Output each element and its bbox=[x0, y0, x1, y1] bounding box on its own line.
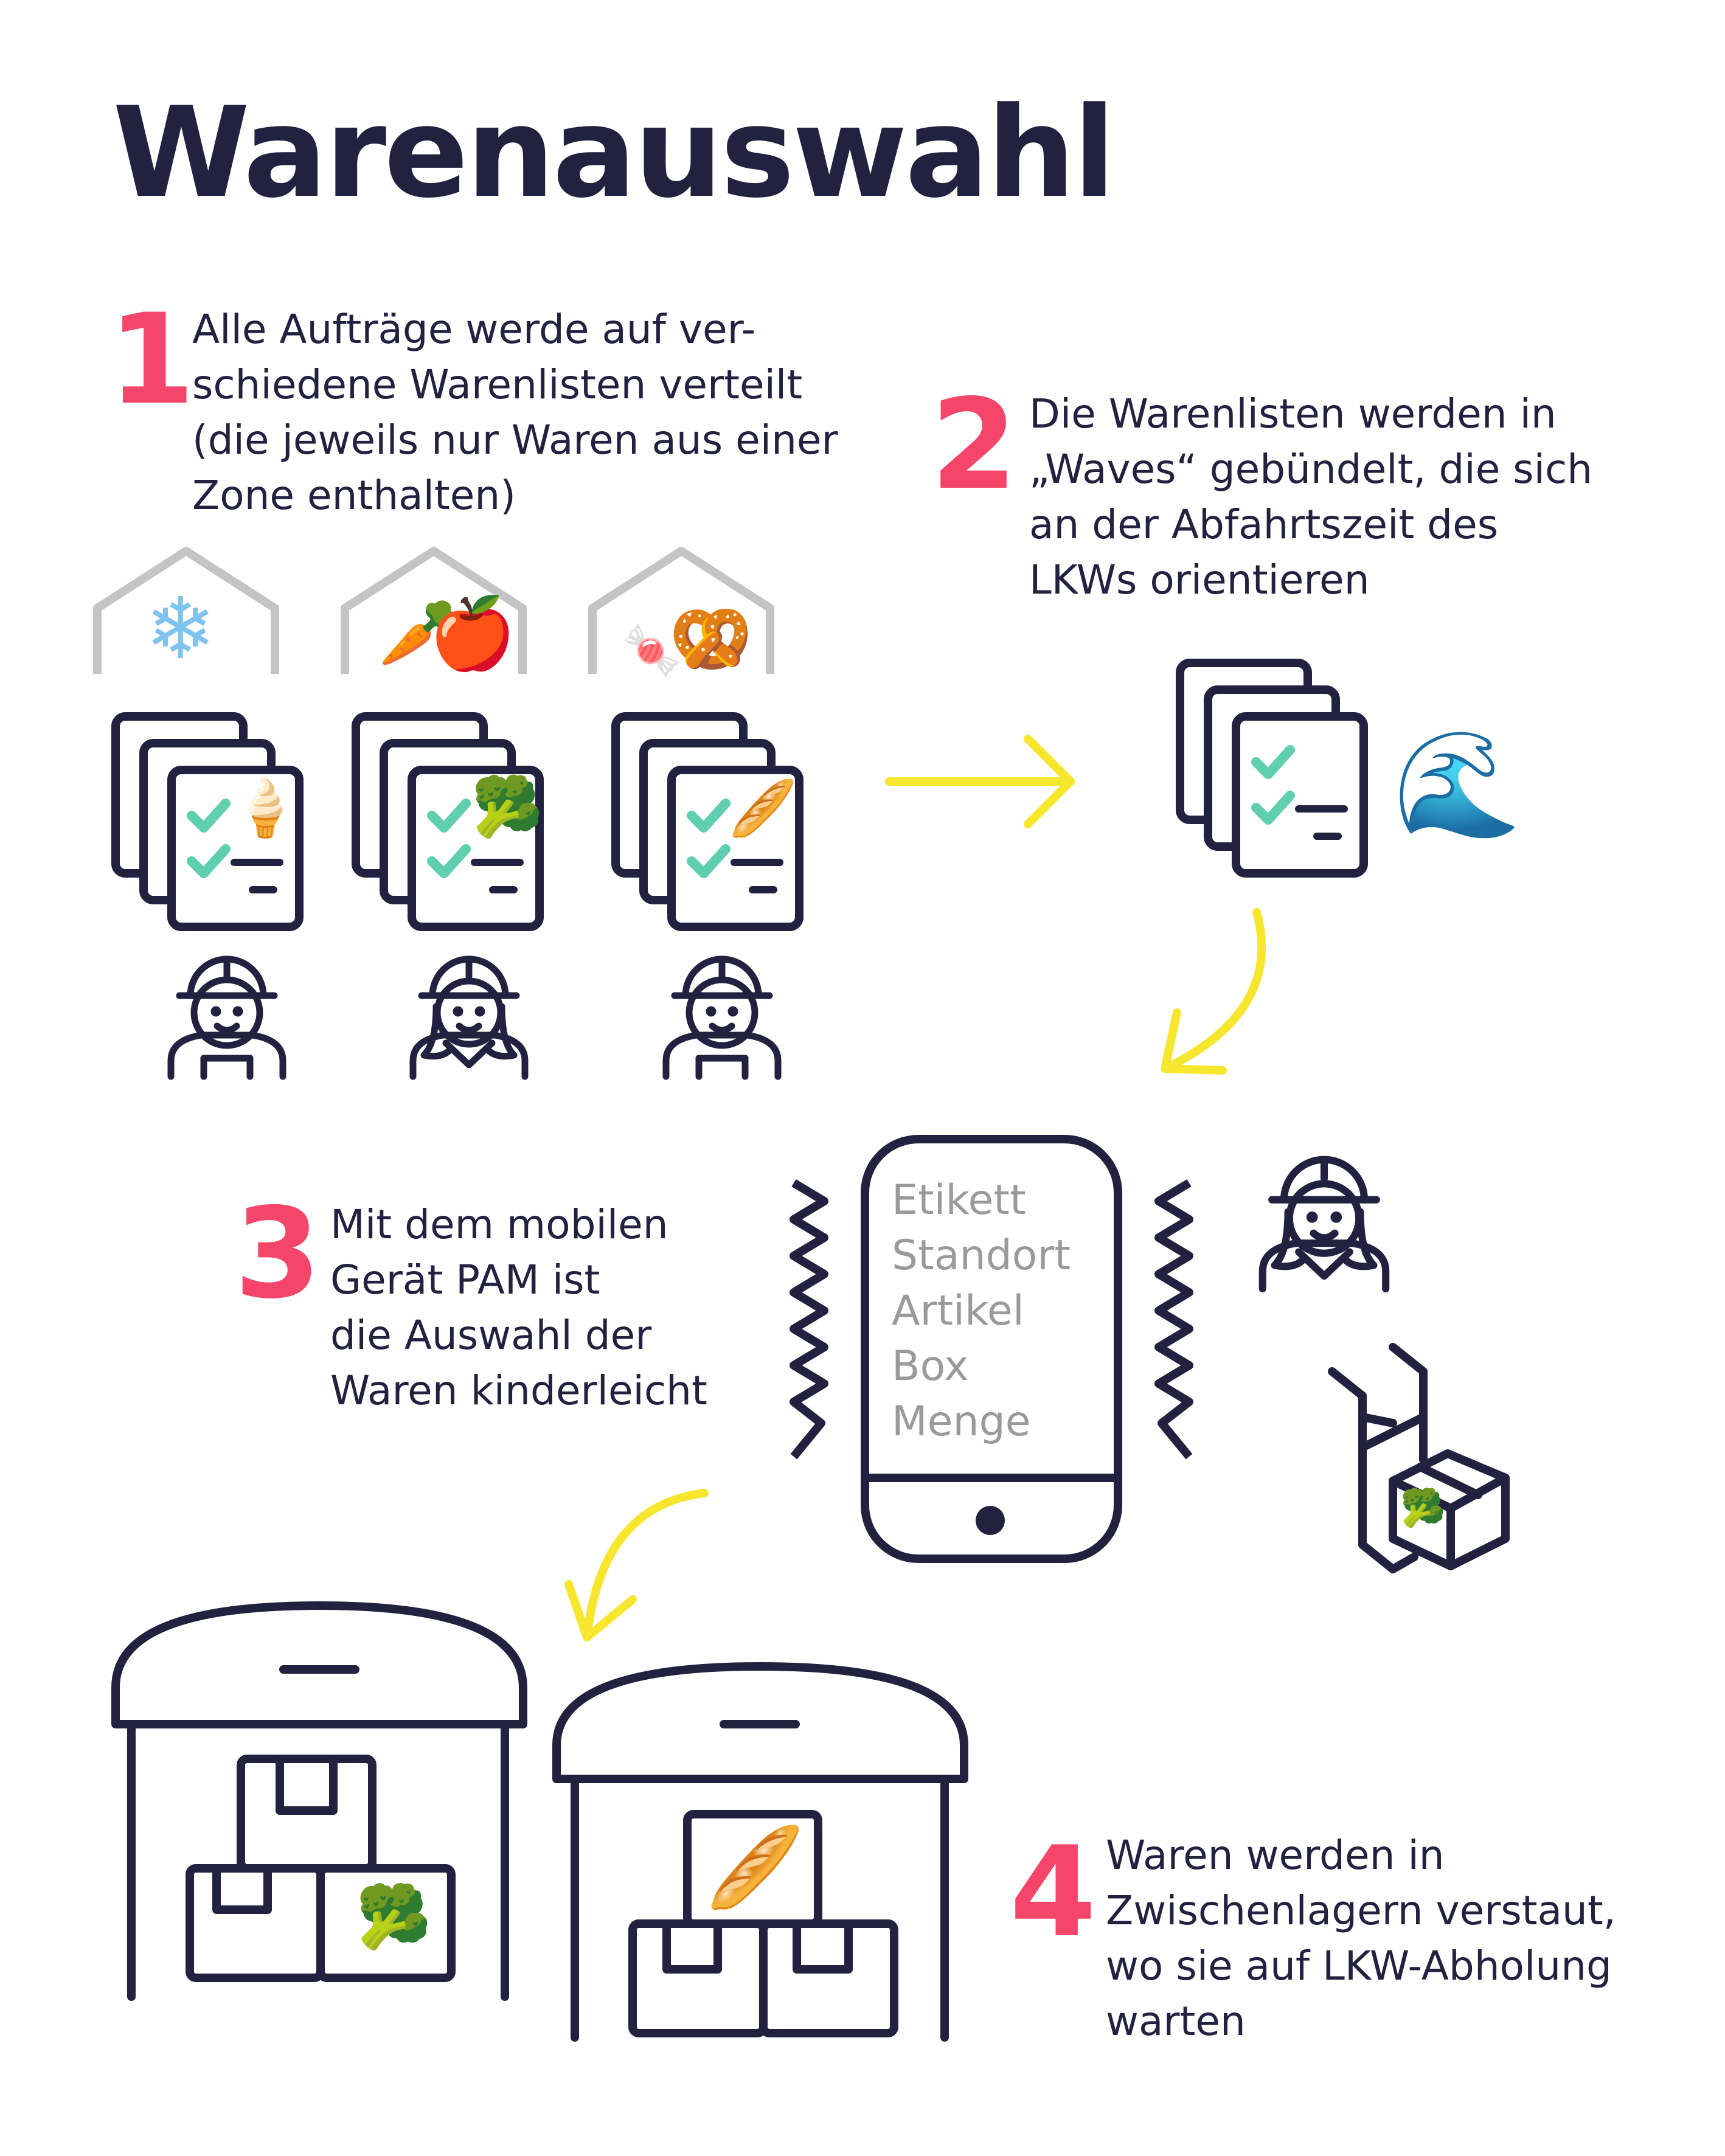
mobile-device-pam bbox=[861, 1135, 1122, 1563]
storage-building-2 bbox=[552, 1662, 968, 2042]
baguette-icon: 🥖 bbox=[706, 1821, 804, 1913]
step-3-line: Gerät PAM ist bbox=[330, 1257, 600, 1303]
worker-female-icon bbox=[1263, 1160, 1386, 1289]
carrot-icon: 🥕 bbox=[378, 594, 462, 671]
home-button-icon bbox=[976, 1506, 1005, 1535]
page-title: Warenauswahl bbox=[113, 81, 1116, 226]
vibration-left bbox=[790, 1179, 828, 1460]
wave-icon: 🌊 bbox=[1393, 724, 1522, 845]
step-4-line: Zwischenlagern verstaut, bbox=[1106, 1887, 1616, 1934]
step-4-line: Waren werden in bbox=[1106, 1832, 1445, 1879]
screen-field-box: Box bbox=[892, 1342, 969, 1390]
step-1-line: Zone enthalten) bbox=[192, 472, 516, 519]
storage-building-1 bbox=[111, 1601, 527, 2001]
step-1-text: Alle Aufträge werde auf ver- schiedene W… bbox=[192, 302, 838, 523]
step-3-line: Waren kinderleicht bbox=[330, 1367, 707, 1414]
step-2-number: 2 bbox=[931, 373, 1018, 518]
step-4-line: wo sie auf LKW-Abholung bbox=[1106, 1943, 1612, 1989]
device-screen-fields: Etikett Standort Artikel Box Menge bbox=[892, 1173, 1071, 1449]
arrow-icon bbox=[564, 1489, 709, 1641]
step-2-line: „Waves“ gebündelt, die sich bbox=[1029, 446, 1593, 493]
broccoli-icon: 🥦 bbox=[356, 1881, 432, 1952]
step-2-line: Die Warenlisten werden in bbox=[1029, 390, 1557, 437]
pretzel-icon: 🥨 bbox=[669, 600, 752, 678]
apple-icon: 🍎 bbox=[429, 593, 516, 674]
wave-list-stack bbox=[1180, 663, 1364, 873]
screen-field-standort: Standort bbox=[892, 1232, 1071, 1280]
step-2-line: LKWs orientieren bbox=[1029, 556, 1370, 603]
step-3-line: Mit dem mobilen bbox=[330, 1201, 668, 1248]
ice-cream-icon: 🍦 bbox=[231, 777, 300, 841]
step-3-text: Mit dem mobilen Gerät PAM ist die Auswah… bbox=[330, 1197, 707, 1418]
screen-field-etikett: Etikett bbox=[892, 1176, 1026, 1224]
step-3-number: 3 bbox=[234, 1182, 321, 1326]
step-1-line: schiedene Warenlisten verteilt bbox=[192, 361, 803, 408]
screen-field-artikel: Artikel bbox=[892, 1287, 1024, 1335]
hand-truck-icon bbox=[1328, 1343, 1510, 1573]
broccoli-icon: 🥦 bbox=[471, 774, 544, 841]
worker-female-icon bbox=[413, 959, 525, 1076]
screen-field-menge: Menge bbox=[892, 1398, 1031, 1446]
worker-icon bbox=[171, 959, 283, 1076]
arrow-icon bbox=[885, 735, 1075, 828]
step-1-line: Alle Aufträge werde auf ver- bbox=[192, 306, 756, 353]
snowflake-icon: ❄ bbox=[145, 580, 217, 679]
step-4-line: warten bbox=[1106, 1998, 1246, 2045]
worker-icon bbox=[666, 959, 778, 1076]
step-4-number: 4 bbox=[1010, 1820, 1097, 1965]
step-3-line: die Auswahl der bbox=[330, 1312, 652, 1359]
candy-icon: 🍬 bbox=[622, 622, 682, 679]
step-1-line: (die jeweils nur Waren aus einer bbox=[192, 417, 838, 463]
broccoli-icon: 🥦 bbox=[1400, 1487, 1446, 1530]
baguette-icon: 🥖 bbox=[729, 777, 797, 841]
vibration-right bbox=[1154, 1179, 1193, 1460]
step-2-line: an der Abfahrtszeit des bbox=[1029, 501, 1499, 548]
step-4-text: Waren werden in Zwischenlagern verstaut,… bbox=[1106, 1828, 1616, 2049]
step-2-text: Die Warenlisten werden in „Waves“ gebünd… bbox=[1029, 386, 1592, 608]
step-1-number: 1 bbox=[108, 288, 195, 432]
arrow-icon bbox=[1161, 908, 1266, 1075]
